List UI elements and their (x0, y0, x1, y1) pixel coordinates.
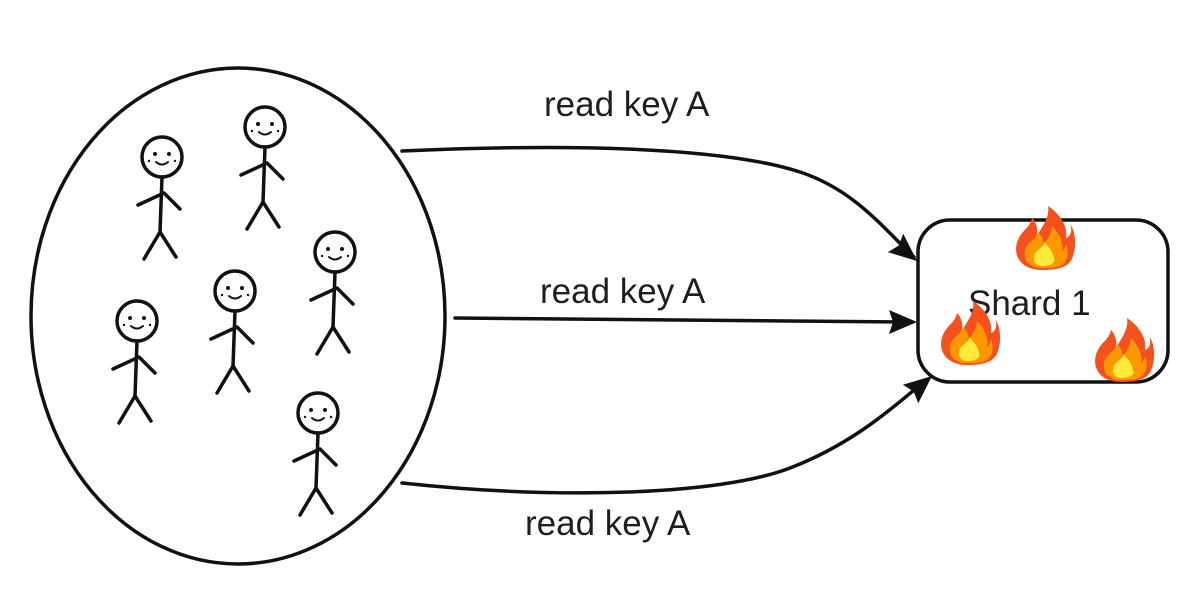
person-icon (239, 105, 287, 231)
person-icon (309, 230, 357, 356)
shard-label: Shard 1 (968, 284, 1091, 323)
user-group-ellipse (29, 66, 447, 566)
edge-label-bottom: read key A (525, 504, 691, 543)
edge-label-top: read key A (544, 85, 710, 124)
arrowhead-middle (889, 310, 917, 334)
shard-box (916, 218, 1170, 384)
arrow-top (400, 145, 916, 259)
person-icon (209, 269, 257, 395)
shard-node: Shard 1 (916, 206, 1170, 384)
fire-icon (1016, 206, 1076, 270)
arrow-bottom (400, 388, 916, 495)
arrow-middle (453, 316, 904, 324)
person-icon (111, 299, 159, 425)
fire-icon (1095, 318, 1155, 382)
arrowhead-bottom (902, 366, 940, 404)
person-icon (136, 135, 184, 261)
person-icon (292, 391, 340, 517)
request-arrows (400, 145, 940, 495)
edge-label-middle: read key A (540, 272, 706, 311)
user-group (29, 66, 447, 566)
